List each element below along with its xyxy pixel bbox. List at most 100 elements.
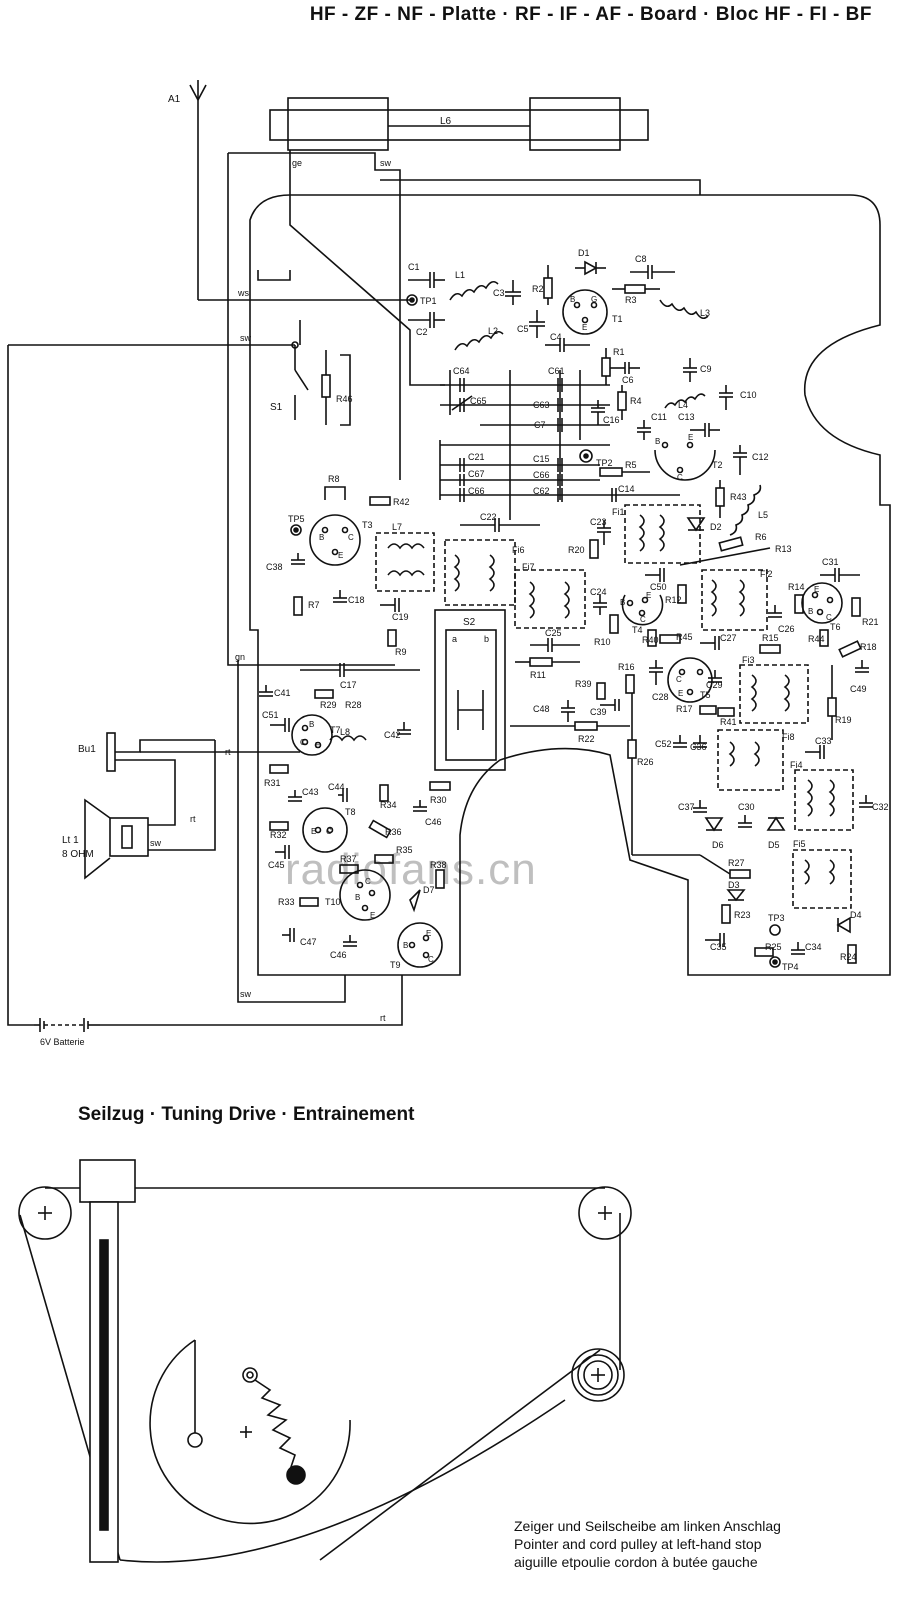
wire-label-sw-bottom: sw (240, 989, 252, 999)
svg-text:R15: R15 (762, 633, 779, 643)
resistor-r17: R17 (676, 704, 717, 715)
svg-text:C9: C9 (700, 364, 712, 374)
resistor-r6: R6 (718, 532, 767, 552)
svg-text:C: C (676, 675, 682, 684)
svg-text:C13: C13 (678, 412, 695, 422)
socket-bu1: Bu1 rt (78, 732, 300, 820)
svg-text:L8: L8 (340, 727, 350, 737)
capacitor-bus (439, 370, 680, 520)
resistor-r25: R25 (754, 942, 782, 957)
svg-text:R25: R25 (765, 942, 782, 952)
filter-fi2: Fi2 (701, 569, 773, 631)
svg-text:C39: C39 (590, 707, 607, 717)
resistor-r23: R23 (721, 904, 751, 924)
svg-text:C19: C19 (392, 612, 409, 622)
svg-text:C14: C14 (618, 484, 635, 494)
resistor-r35: R35 (374, 845, 413, 864)
resistor-r15: R15 (759, 633, 781, 654)
svg-text:E: E (814, 585, 819, 594)
svg-text:L1: L1 (455, 270, 465, 280)
svg-text:T3: T3 (362, 520, 373, 530)
test-point-tp5: TP5 (288, 514, 305, 536)
capacitor-c29: C29 (706, 670, 723, 690)
svg-text:L4: L4 (678, 400, 688, 410)
resistor-r32: R32 (269, 821, 289, 840)
svg-text:B: B (620, 598, 625, 607)
svg-text:R28: R28 (345, 700, 362, 710)
svg-text:R23: R23 (734, 910, 751, 920)
svg-text:R43: R43 (730, 492, 747, 502)
svg-text:C10: C10 (740, 390, 757, 400)
test-point-tp2: TP2 (579, 449, 613, 468)
svg-text:C5: C5 (517, 324, 529, 334)
svg-text:C45: C45 (268, 860, 285, 870)
svg-text:R5: R5 (625, 460, 637, 470)
capacitor-c12: C12 (733, 445, 769, 475)
svg-text:R38: R38 (430, 860, 447, 870)
svg-text:C62: C62 (533, 486, 550, 496)
svg-text:C: C (826, 613, 832, 622)
svg-text:R46: R46 (336, 394, 353, 404)
capacitor-c2: C2 (408, 312, 445, 337)
svg-text:R20: R20 (568, 545, 585, 555)
svg-text:C50: C50 (650, 582, 667, 592)
svg-text:R44: R44 (808, 634, 825, 644)
resistor-r3: R3 (612, 284, 660, 305)
svg-text:R34: R34 (380, 800, 397, 810)
capacitor-c31: C31 (820, 557, 860, 582)
svg-text:C49: C49 (850, 684, 867, 694)
svg-text:TP5: TP5 (288, 514, 305, 524)
svg-text:Fi3: Fi3 (742, 655, 755, 665)
resistor-r12: R12 (665, 584, 687, 605)
transistor-t5: C E T5 (667, 657, 713, 703)
svg-text:C48: C48 (533, 704, 550, 714)
coil-l4: L4 (664, 393, 706, 410)
capacitor-c47: C47 (282, 928, 317, 947)
svg-text:C37: C37 (678, 802, 695, 812)
svg-text:C36: C36 (690, 742, 707, 752)
svg-text:E: E (582, 323, 587, 332)
resistor-r2: R2 (532, 265, 553, 305)
svg-text:Fi4: Fi4 (790, 760, 803, 770)
svg-text:T6: T6 (830, 622, 841, 632)
svg-text:C12: C12 (752, 452, 769, 462)
svg-text:C46: C46 (330, 950, 347, 960)
resistor-r14: R14 (788, 582, 805, 614)
capacitor-c37: C37 (678, 800, 707, 813)
svg-text:B: B (355, 893, 360, 902)
svg-text:D2: D2 (710, 522, 722, 532)
capacitor-c34: C34 (791, 942, 822, 955)
svg-text:D1: D1 (578, 248, 590, 258)
svg-text:S2: S2 (463, 617, 476, 628)
svg-text:R26: R26 (637, 757, 654, 767)
coil-l8: L8 (329, 727, 367, 742)
svg-text:TP2: TP2 (596, 458, 613, 468)
tuning-drive (18, 1159, 632, 1563)
svg-text:R18: R18 (860, 642, 877, 652)
capacitor-c51: C51 (262, 710, 290, 732)
capacitor-c13: C13 (678, 412, 720, 437)
svg-text:C28: C28 (652, 692, 669, 702)
wire-label-rt-bottom: rt (380, 1013, 386, 1023)
capacitor-c62: C62 (533, 486, 563, 502)
svg-text:Bu1: Bu1 (78, 744, 96, 755)
svg-text:Fi6: Fi6 (512, 545, 525, 555)
capacitor-c36: C36 (690, 735, 707, 752)
svg-text:B: B (319, 533, 324, 542)
caption-line-1: Zeiger und Seilscheibe am linken Anschla… (514, 1518, 781, 1534)
switch-s1: S1 (270, 320, 309, 420)
svg-text:C: C (640, 615, 646, 624)
capacitor-c24: C24 (590, 587, 607, 615)
svg-text:Fi7: Fi7 (522, 562, 535, 572)
svg-text:R2: R2 (532, 284, 544, 294)
svg-text:C27: C27 (720, 633, 737, 643)
transistor-t6: E B C T6 (801, 582, 843, 632)
filter-fi1: Fi1 (612, 504, 701, 564)
capacitor-c1: C1 (408, 262, 445, 288)
svg-text:E: E (678, 689, 683, 698)
svg-text:R22: R22 (578, 734, 595, 744)
switch-s2: S2 a b (434, 609, 506, 771)
svg-text:R36: R36 (385, 827, 402, 837)
svg-text:R32: R32 (270, 830, 287, 840)
resistor-r40: R40 (642, 629, 659, 647)
